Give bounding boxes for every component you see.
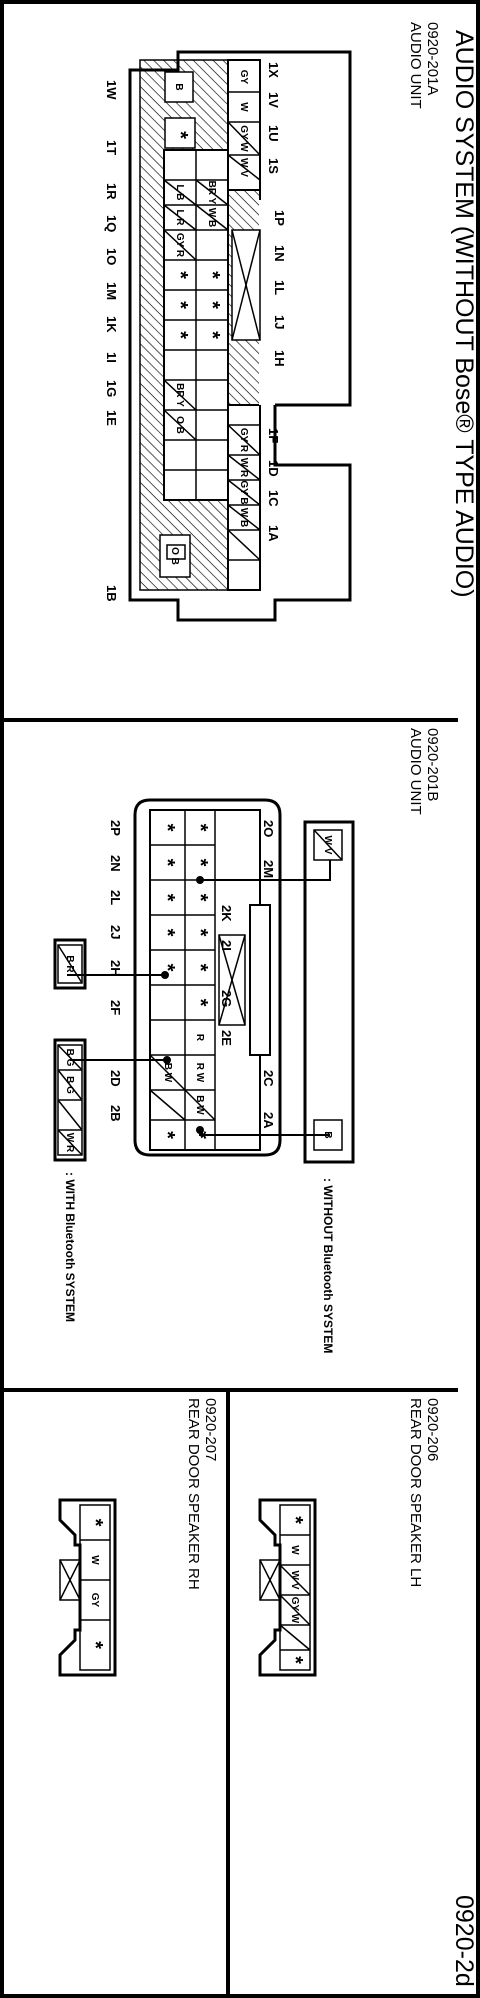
wire-color: GY [89,1592,101,1608]
unused-pin-mark: * [84,1518,106,1527]
wire-color: W [89,1555,101,1565]
unused-pin-mark: * [84,1641,106,1649]
